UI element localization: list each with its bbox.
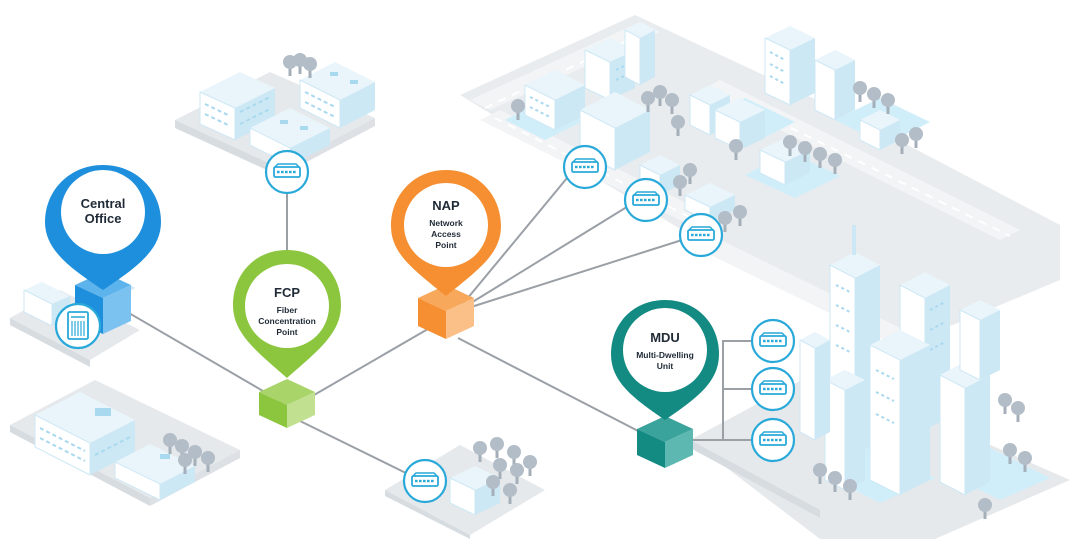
- skyscraper: [959, 300, 1000, 381]
- office-building: [859, 110, 900, 151]
- connection-lines: [109, 171, 753, 477]
- nap-pin[interactable]: NAP Network Access Point: [391, 170, 501, 296]
- link-fcp-switch-bottom: [297, 419, 413, 477]
- tower-building: [814, 50, 855, 121]
- office-building: [579, 92, 650, 171]
- skyscraper: [939, 362, 990, 496]
- mdu-subtitle-line2: Unit: [657, 361, 674, 371]
- network-switch-icon[interactable]: [623, 177, 669, 223]
- fcp-pin[interactable]: FCP Fiber Concentration Point: [233, 250, 341, 378]
- server-rack-icon[interactable]: [54, 302, 102, 350]
- network-switch-icon[interactable]: [750, 366, 796, 412]
- fcp-title: FCP: [274, 285, 300, 300]
- tower-building: [764, 26, 815, 106]
- office-building: [34, 392, 135, 476]
- fcp-subtitle-line3: Point: [276, 327, 297, 337]
- link-mdu-bus: [692, 340, 753, 441]
- buildings: [23, 22, 1032, 519]
- tower-building: [624, 22, 655, 86]
- apartment-building: [524, 70, 585, 131]
- nap-subtitle-line3: Point: [435, 240, 456, 250]
- nap-title: NAP: [432, 198, 460, 213]
- link-nap-switch-1: [461, 171, 573, 306]
- central-office-pin[interactable]: Central Office: [45, 165, 161, 290]
- central-office-label-line1: Central: [81, 196, 126, 211]
- link-nap-switch-3: [467, 239, 683, 309]
- office-building: [299, 62, 375, 129]
- nap-subtitle-line2: Access: [431, 229, 461, 239]
- network-switch-icon[interactable]: [264, 149, 310, 195]
- skyscraper: [799, 332, 830, 441]
- fcp-cube[interactable]: [259, 379, 315, 428]
- small-building: [449, 466, 500, 516]
- mdu-subtitle-line1: Multi-Dwelling: [636, 350, 694, 360]
- nap-subtitle-line1: Network: [429, 218, 463, 228]
- network-switch-icon[interactable]: [750, 417, 796, 463]
- fcp-subtitle-line1: Fiber: [277, 305, 298, 315]
- network-switch-icon[interactable]: [678, 212, 724, 258]
- mdu-title: MDU: [650, 330, 680, 345]
- office-building: [114, 444, 195, 501]
- skyscraper: [824, 370, 865, 491]
- mdu-cube[interactable]: [637, 416, 693, 468]
- link-nap-mdu: [457, 337, 641, 433]
- fcp-subtitle-line2: Concentration: [258, 316, 316, 326]
- link-co-fcp: [109, 301, 283, 403]
- central-office-label-line2: Office: [85, 211, 122, 226]
- nap-cube[interactable]: [418, 285, 474, 339]
- network-switch-icon[interactable]: [562, 144, 608, 190]
- link-nap-switch-2: [465, 204, 631, 307]
- office-building: [199, 72, 275, 141]
- network-switch-icon[interactable]: [402, 458, 448, 504]
- network-switch-icon[interactable]: [750, 318, 796, 364]
- link-fcp-nap: [301, 321, 441, 403]
- mdu-pin[interactable]: MDU Multi-Dwelling Unit: [611, 300, 719, 420]
- skyscraper: [869, 330, 930, 496]
